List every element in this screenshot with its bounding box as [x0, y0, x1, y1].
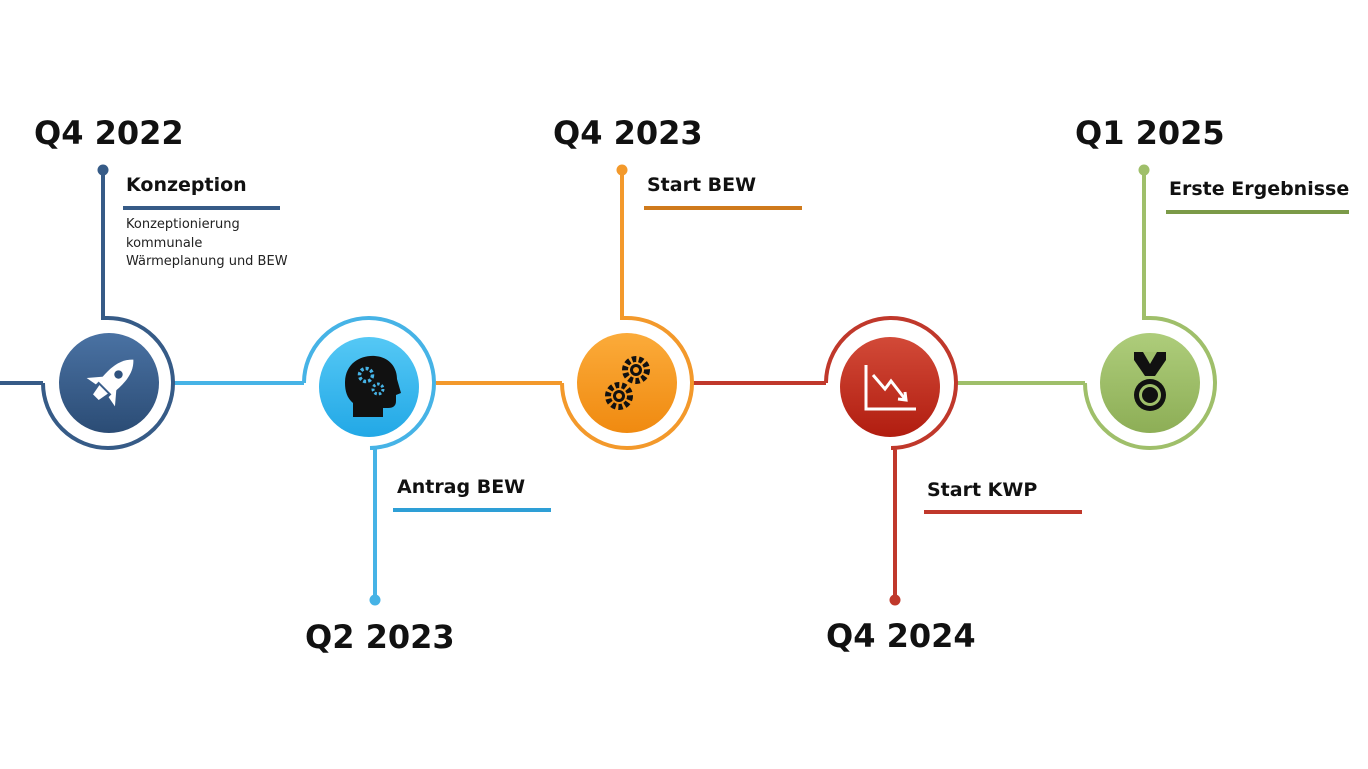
milestone-3-date: Q4 2023 — [553, 114, 703, 152]
description-line: Wärmeplanung und BEW — [126, 254, 288, 269]
milestone-2-graphic — [302, 316, 436, 606]
milestone-3-disc — [577, 333, 677, 433]
milestone-4-title: Start KWP — [927, 479, 1038, 501]
milestone-4-graphic — [824, 316, 958, 606]
gears-icon — [605, 356, 650, 410]
declining-chart-icon — [864, 365, 916, 411]
milestone-2-underline — [393, 508, 551, 512]
milestone-4-underline — [924, 510, 1082, 514]
milestone-5-graphic — [1083, 164, 1217, 450]
milestone-3-graphic — [560, 164, 694, 450]
milestone-5-underline — [1166, 210, 1349, 214]
milestone-1-graphic — [41, 164, 175, 450]
milestone-2-title: Antrag BEW — [397, 476, 526, 498]
milestone-2-date: Q2 2023 — [305, 618, 455, 656]
milestone-3-title: Start BEW — [647, 174, 757, 196]
milestone-4-ring — [824, 316, 958, 600]
milestone-5-title: Erste Ergebnisse — [1169, 178, 1350, 200]
milestone-5-ring — [1083, 170, 1217, 450]
milestone-1-ring — [41, 170, 175, 450]
milestone-5-date: Q1 2025 — [1075, 114, 1225, 152]
medal-icon — [1134, 352, 1166, 411]
description-line: kommunale — [126, 235, 203, 251]
milestone-1-underline — [123, 206, 280, 210]
milestone-1-description: Konzeptionierung kommunale Wärmeplanung … — [126, 216, 301, 272]
rocket-icon — [86, 359, 134, 407]
milestone-2-pin — [369, 594, 381, 606]
milestone-3-pin — [616, 164, 628, 176]
milestone-5-pin — [1138, 164, 1150, 176]
milestone-4-date: Q4 2024 — [826, 617, 976, 655]
milestone-1-title: Konzeption — [126, 174, 247, 196]
milestone-3-ring — [560, 170, 694, 450]
milestone-2-ring — [302, 316, 436, 600]
milestone-1-pin — [97, 164, 109, 176]
milestone-4-pin — [889, 594, 901, 606]
head-gears-icon — [345, 355, 401, 417]
milestone-1-date: Q4 2022 — [34, 114, 184, 152]
milestone-3-underline — [644, 206, 802, 210]
milestone-4-disc — [840, 337, 940, 437]
description-line: Konzeptionierung — [126, 217, 240, 232]
